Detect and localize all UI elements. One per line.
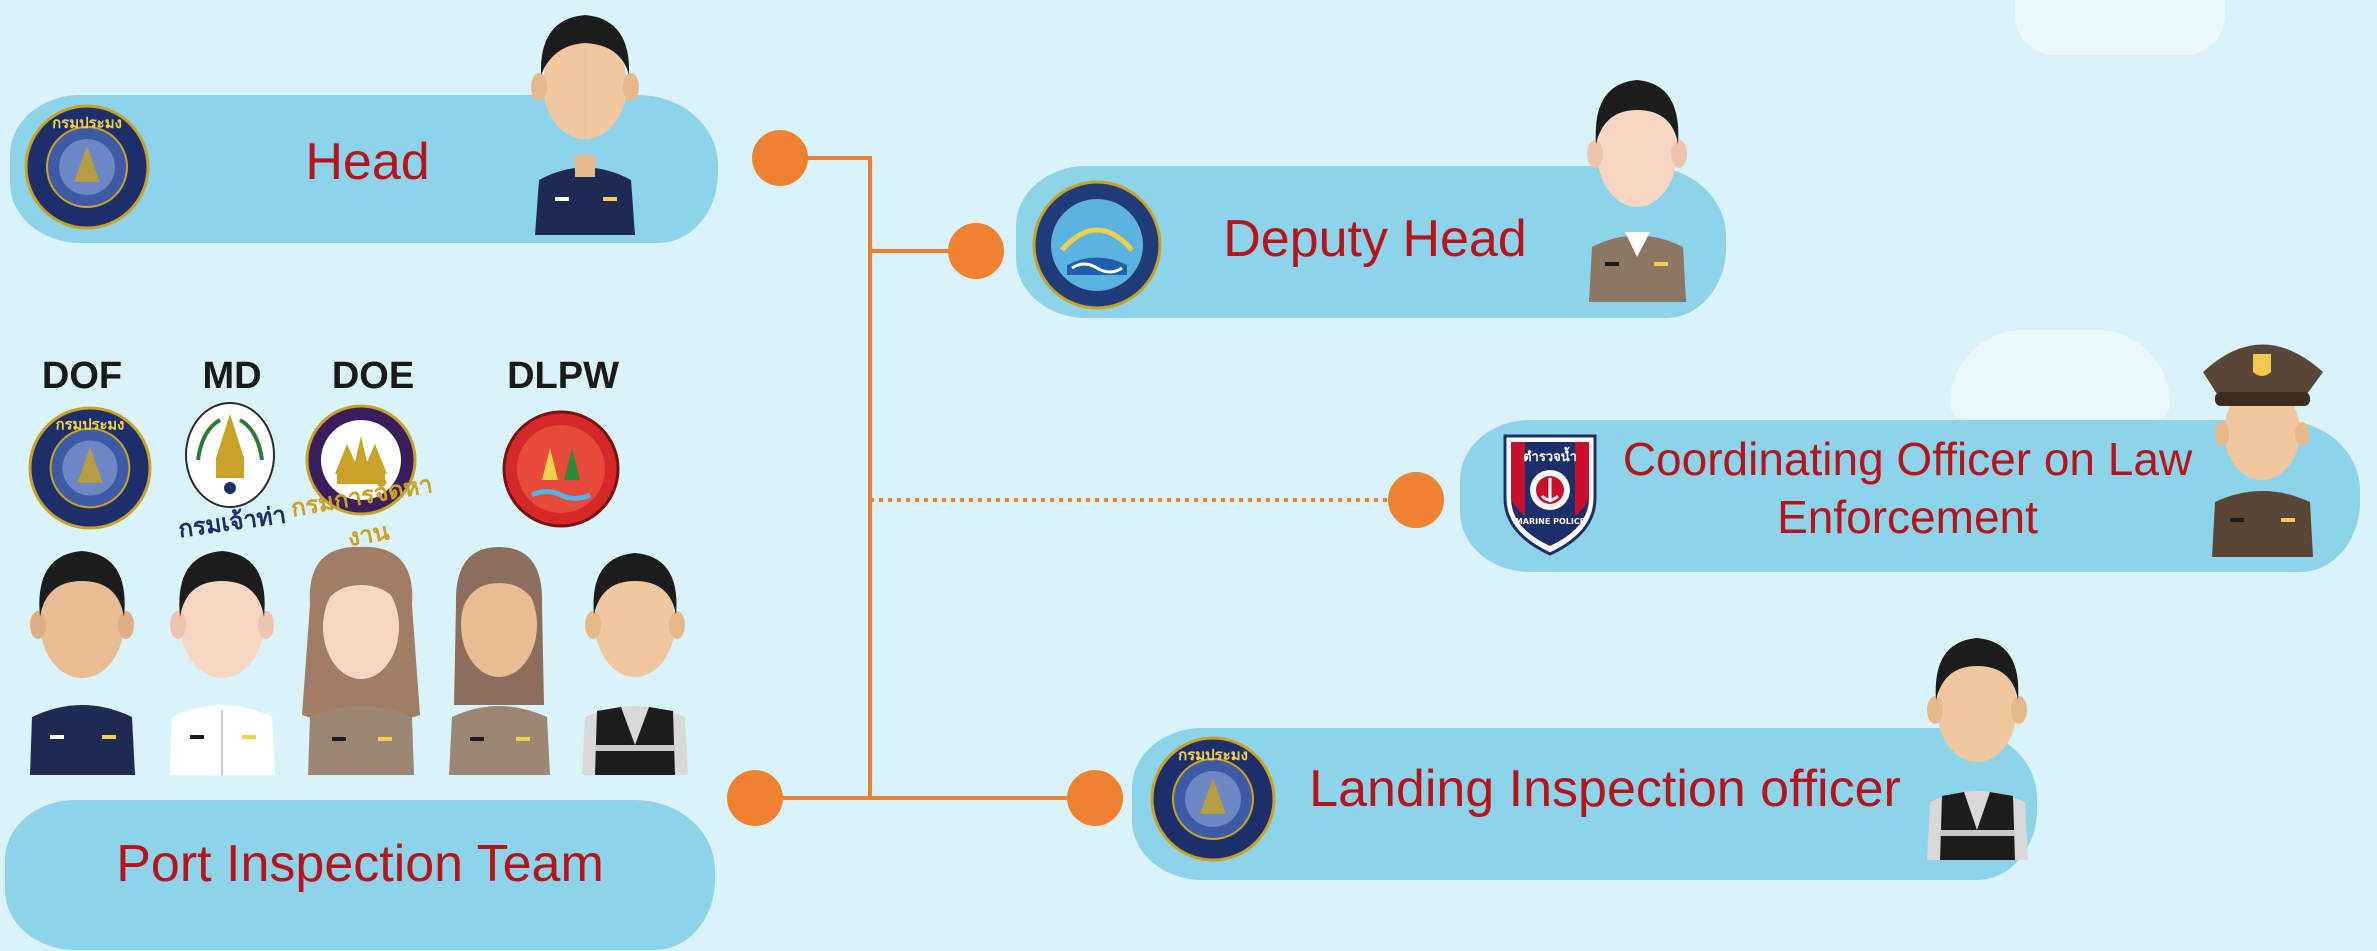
dof-seal-icon: กรมประมง [28, 406, 152, 530]
cloud-decoration [1950, 330, 2170, 420]
team-avatar-md [160, 545, 285, 775]
connector-dot-deputy [948, 223, 1004, 279]
head-label: Head [305, 133, 430, 191]
team-avatar-vest [575, 545, 695, 775]
svg-text:MARINE POLICE: MARINE POLICE [1515, 517, 1585, 526]
doe-seal-icon [305, 404, 417, 516]
connector-dot-port-team [727, 770, 783, 826]
port-inspection-team-label: Port Inspection Team [116, 835, 604, 893]
agency-label-dof: DOF [41, 355, 123, 397]
head-avatar [525, 5, 645, 235]
agency-label-md: MD [202, 355, 262, 397]
port-inspection-team-card [5, 800, 715, 950]
deputy-head-avatar [1580, 72, 1695, 302]
coordinating-officer-avatar [2195, 322, 2330, 557]
dof-seal-icon: กรมประมง [24, 104, 150, 230]
marine-police-shield-icon: ตำรวจน้ำ MARINE POLICE [1495, 428, 1605, 558]
agency-label-dlpw: DLPW [507, 355, 619, 397]
coordinating-officer-label: Coordinating Officer on Law Enforcement [1622, 433, 2193, 543]
connector-dot-coordinating [1388, 472, 1444, 528]
dof-seal-icon: กรมประมง [1150, 736, 1276, 862]
team-avatar-doe [296, 545, 426, 775]
cloud-decoration [2015, 0, 2225, 55]
svg-text:กรมประมง: กรมประมง [52, 114, 122, 132]
coordinating-officer-card [1460, 420, 2360, 572]
team-avatar-dlpw [442, 545, 557, 775]
landing-inspection-card [1132, 728, 2037, 880]
agency-label-doe: DOE [331, 355, 415, 397]
svg-text:กรมประมง: กรมประมง [56, 417, 125, 434]
svg-text:ตำรวจน้ำ: ตำรวจน้ำ [1523, 446, 1577, 465]
connector-dot-landing [1067, 770, 1123, 826]
maritime-enforcement-seal-icon [1032, 180, 1162, 310]
landing-inspection-label: Landing Inspection officer [1309, 760, 1901, 818]
landing-inspection-avatar [1920, 630, 2035, 860]
team-avatar-dof [20, 545, 145, 775]
dlpw-seal-icon [502, 410, 620, 528]
svg-text:กรมประมง: กรมประมง [1178, 746, 1248, 764]
md-seal-icon [180, 400, 280, 530]
connector-dot-head [752, 130, 808, 186]
deputy-head-label: Deputy Head [1223, 210, 1527, 268]
